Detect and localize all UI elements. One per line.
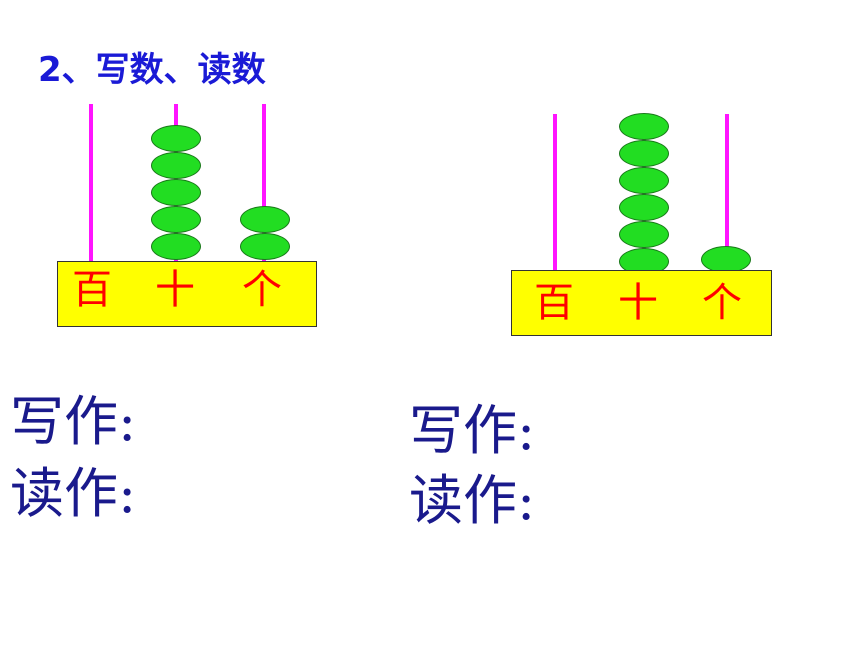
- place-label-ones: 个: [242, 267, 282, 313]
- bead: [619, 194, 669, 221]
- rod-hundreds: [89, 104, 93, 264]
- place-label-tens: 十: [155, 267, 195, 313]
- page-title: 2、写数、读数: [38, 50, 266, 90]
- place-label-ones: 个: [702, 280, 742, 326]
- bead: [151, 152, 201, 179]
- abacus-base: 百 十 个: [511, 270, 772, 336]
- write-label-1: 写作:: [10, 390, 137, 453]
- bead: [151, 206, 201, 233]
- place-label-hundreds: 百: [534, 280, 574, 326]
- bead: [619, 167, 669, 194]
- bead: [151, 179, 201, 206]
- bead: [619, 140, 669, 167]
- bead: [240, 206, 290, 233]
- bead: [240, 233, 290, 260]
- write-label-2: 写作:: [409, 399, 536, 462]
- bead: [151, 125, 201, 152]
- rod-hundreds: [553, 114, 557, 272]
- bead: [151, 233, 201, 260]
- rod-ones: [262, 104, 266, 264]
- place-label-tens: 十: [618, 280, 658, 326]
- rod-ones: [725, 114, 729, 272]
- read-label-1: 读作:: [10, 462, 137, 525]
- bead: [701, 246, 751, 273]
- place-label-hundreds: 百: [72, 267, 112, 313]
- bead: [619, 113, 669, 140]
- bead: [619, 221, 669, 248]
- read-label-2: 读作:: [409, 469, 536, 532]
- abacus-base: 百 十 个: [57, 261, 317, 327]
